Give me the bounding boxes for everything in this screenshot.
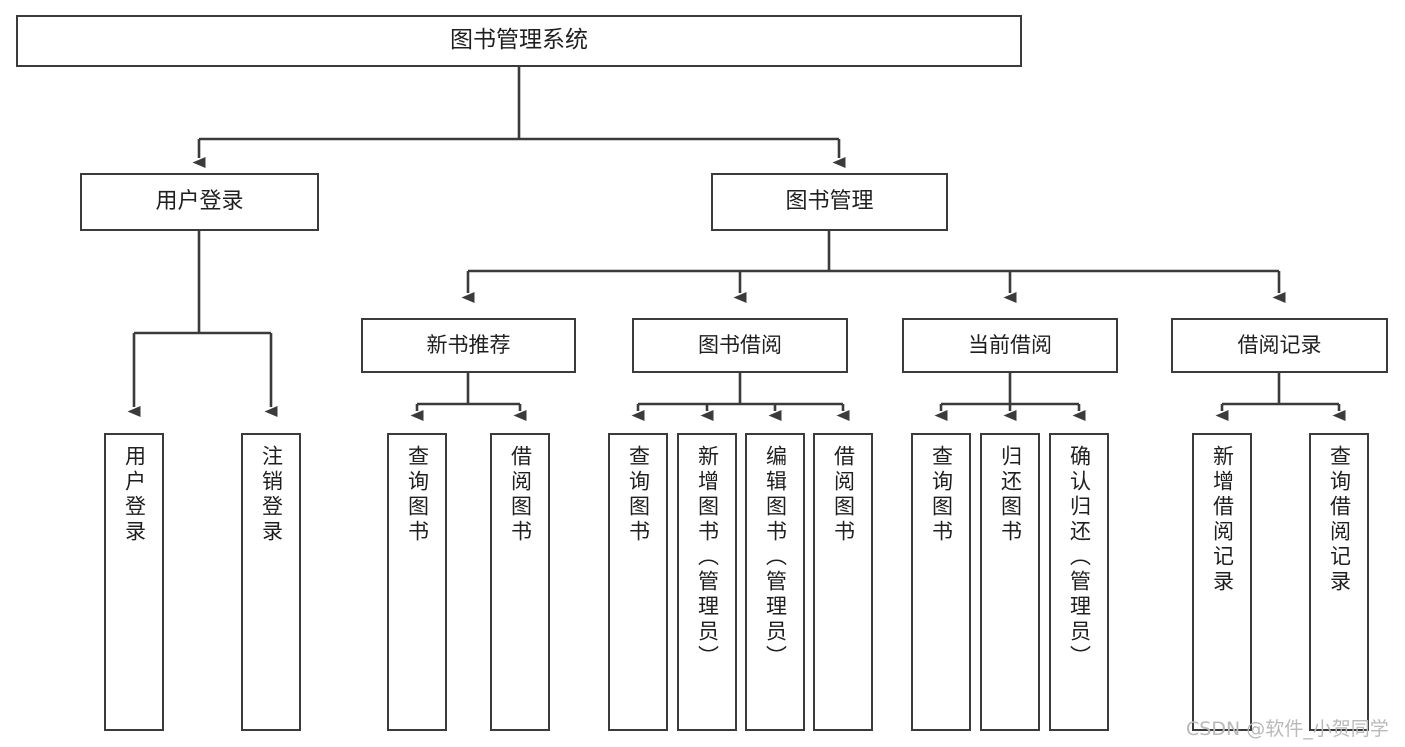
node-borrow-record[interactable]: 借阅记录 [1171, 318, 1388, 373]
leaf-user-login-logout[interactable]: 注销登录 [241, 433, 301, 731]
leaf-book-borrow-query[interactable]: 查询图书 [608, 433, 668, 731]
node-label: 用户登录 [122, 445, 147, 545]
node-label: 借阅图书 [831, 445, 856, 545]
leaf-user-login-login[interactable]: 用户登录 [104, 433, 164, 731]
leaf-current-borrow-confirm-return[interactable]: 确认归还（管理员） [1049, 433, 1109, 731]
node-label: 确认归还（管理员） [1067, 445, 1092, 670]
node-label: 查询借阅记录 [1327, 445, 1352, 595]
node-label: 用户登录 [155, 189, 244, 215]
node-label: 查询图书 [626, 445, 651, 545]
node-book-borrow[interactable]: 图书借阅 [632, 318, 848, 373]
leaf-book-borrow-edit[interactable]: 编辑图书（管理员） [745, 433, 805, 731]
csdn-watermark: CSDN @软件_小贺同学 [1186, 718, 1389, 740]
node-label: 编辑图书（管理员） [763, 445, 788, 670]
node-label: 归还图书 [998, 445, 1023, 545]
node-label: 查询图书 [929, 445, 954, 545]
node-current-borrow[interactable]: 当前借阅 [902, 318, 1118, 373]
leaf-current-borrow-return[interactable]: 归还图书 [980, 433, 1040, 731]
node-label: 借阅记录 [1237, 333, 1322, 358]
node-user-login[interactable]: 用户登录 [80, 173, 319, 231]
leaf-borrow-record-add[interactable]: 新增借阅记录 [1192, 433, 1252, 731]
node-label: 当前借阅 [968, 333, 1052, 358]
leaf-borrow-record-query[interactable]: 查询借阅记录 [1309, 433, 1369, 731]
leaf-book-borrow-add[interactable]: 新增图书（管理员） [677, 433, 737, 731]
node-label: 注销登录 [259, 445, 284, 545]
node-label: 新增图书（管理员） [695, 445, 720, 670]
node-label: 查询图书 [405, 445, 430, 545]
node-label: 新书推荐 [426, 333, 511, 358]
node-book-management[interactable]: 图书管理 [711, 173, 948, 231]
leaf-book-borrow-borrow[interactable]: 借阅图书 [813, 433, 873, 731]
leaf-new-book-query[interactable]: 查询图书 [387, 433, 447, 731]
leaf-new-book-borrow[interactable]: 借阅图书 [490, 433, 550, 731]
node-label: 新增借阅记录 [1210, 445, 1235, 595]
node-label: 图书管理系统 [450, 27, 588, 54]
node-new-book-recommend[interactable]: 新书推荐 [361, 318, 576, 373]
node-root-system[interactable]: 图书管理系统 [16, 15, 1022, 67]
leaf-current-borrow-query[interactable]: 查询图书 [911, 433, 971, 731]
node-label: 图书借阅 [698, 333, 782, 358]
node-label: 借阅图书 [508, 445, 533, 545]
node-label: 图书管理 [785, 189, 874, 215]
